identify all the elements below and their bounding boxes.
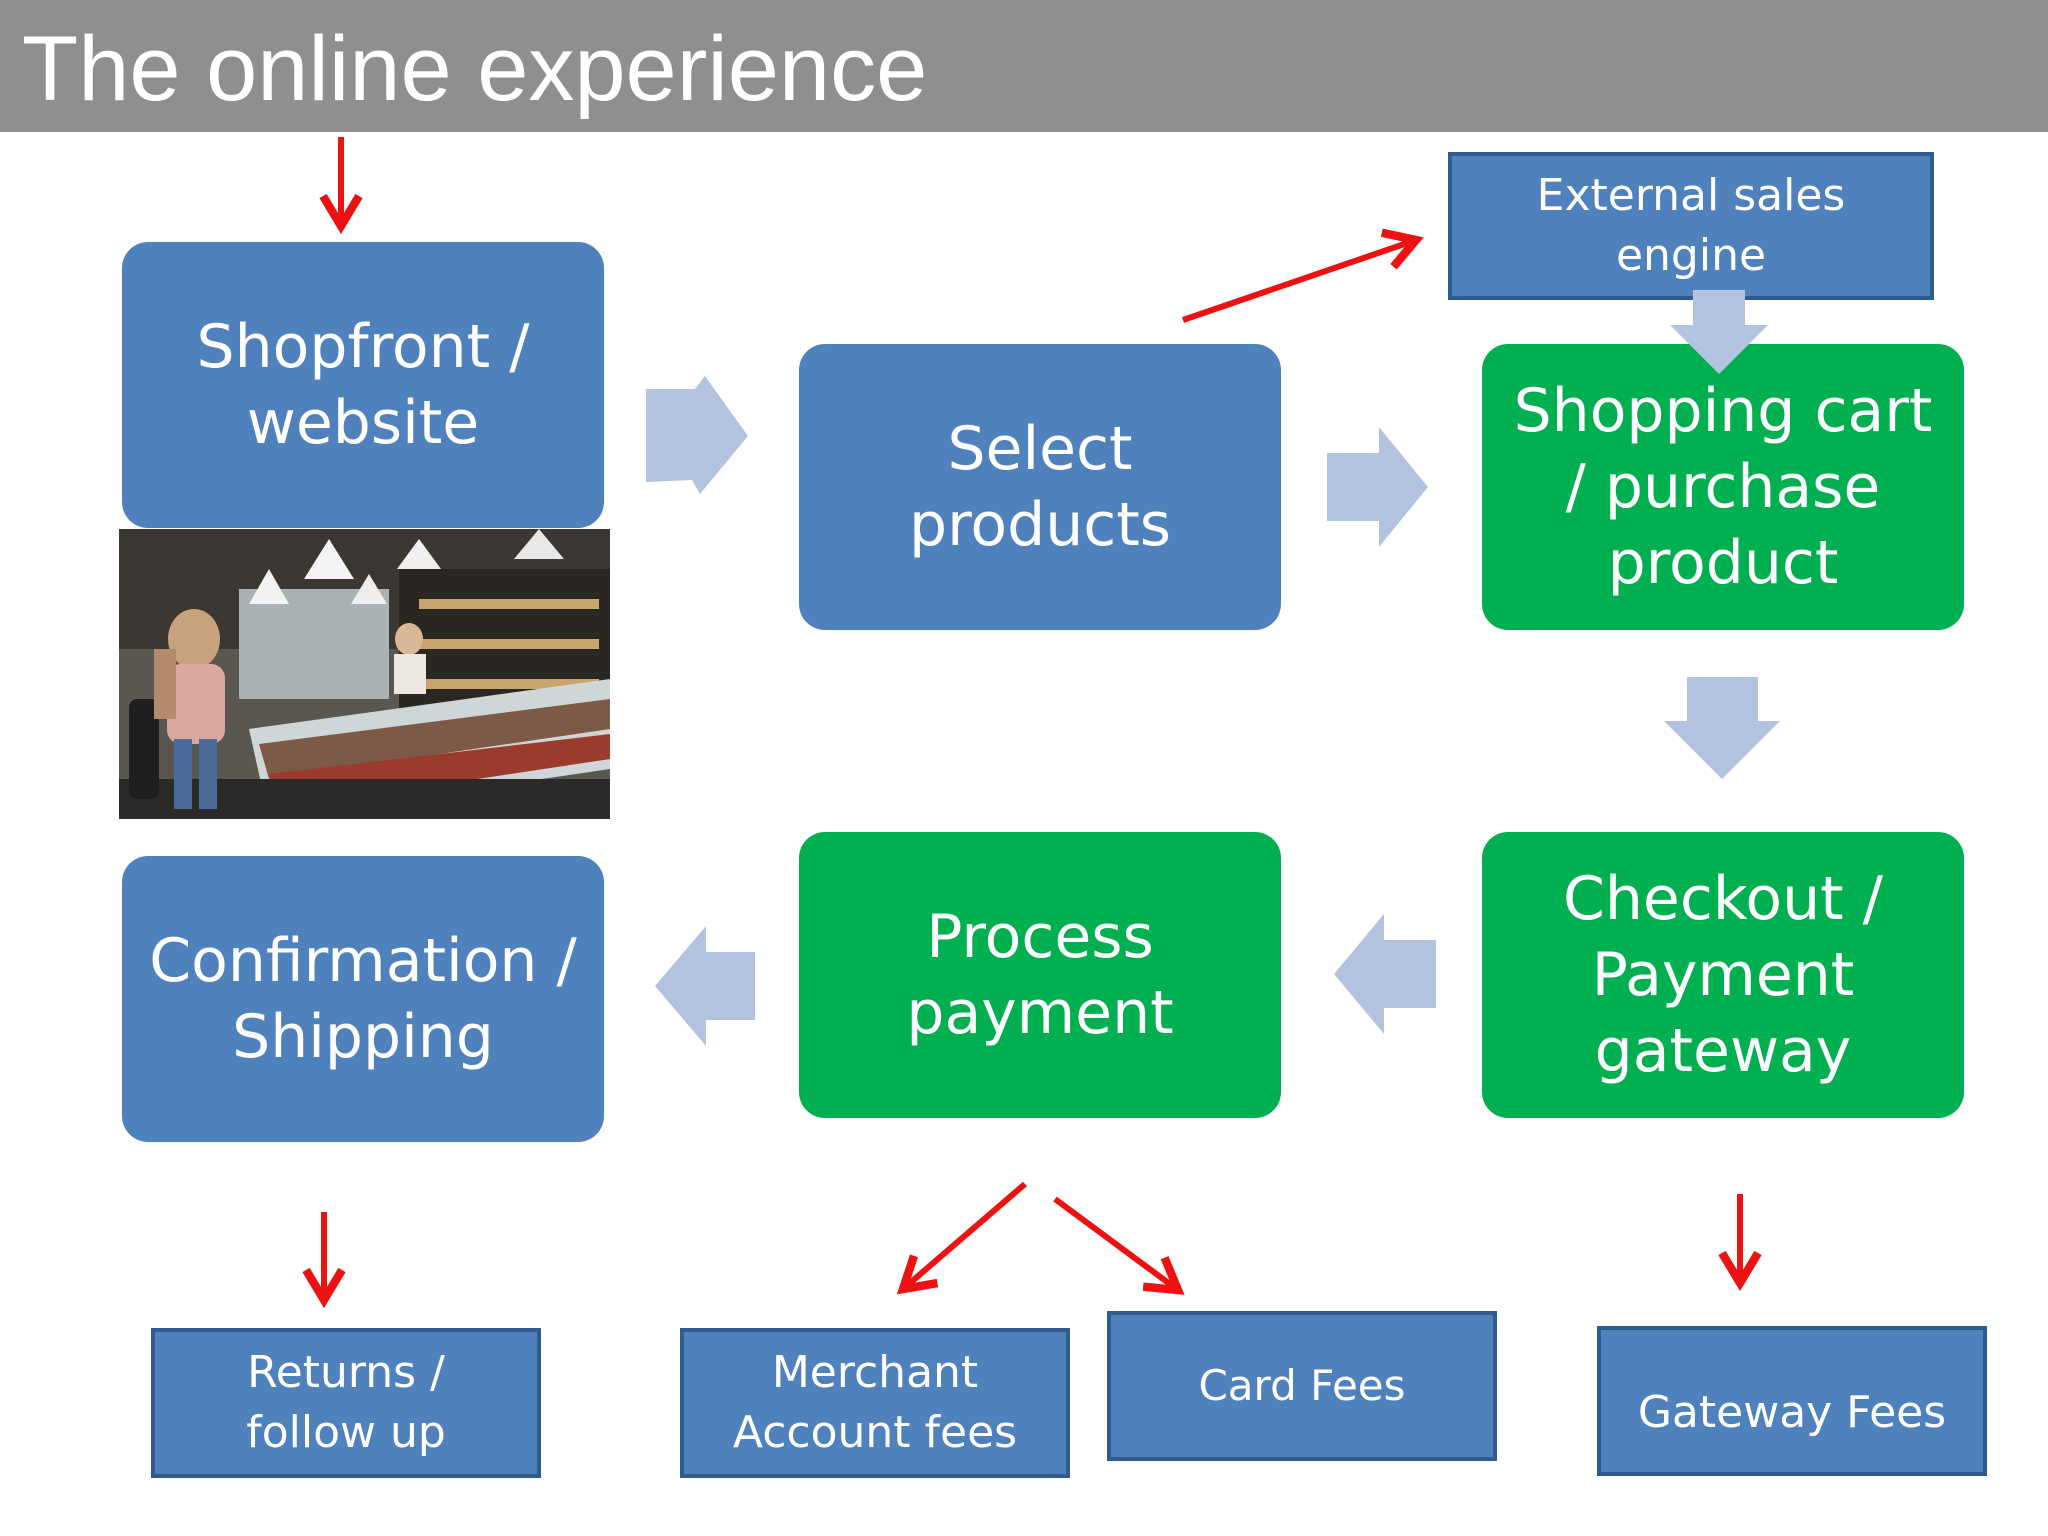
gateway-fees-label: Gateway Fees [1637, 1387, 1947, 1438]
flow-arrow-left-1 [1334, 914, 1436, 1034]
shopfront-box: Shopfront / website [122, 242, 604, 528]
merchant-fees-box: Merchant Account fees [680, 1328, 1070, 1478]
shopping-cart-label: Shopping cart / purchase product [1513, 376, 1933, 598]
flow-arrow-down-2 [1664, 677, 1780, 779]
gateway-fees-box: Gateway Fees [1597, 1326, 1987, 1476]
process-payment-label: Process payment [906, 902, 1174, 1048]
confirmation-label: Confirmation / Shipping [149, 926, 577, 1072]
flow-arrow-right-1 [646, 376, 748, 494]
title-bar: The online experience [0, 0, 2048, 132]
external-sales-engine-box: External sales engine [1448, 152, 1934, 300]
red-arrow-external [1182, 228, 1424, 323]
select-products-box: Select products [799, 344, 1281, 630]
returns-label: Returns / follow up [246, 1347, 446, 1458]
confirmation-box: Confirmation / Shipping [122, 856, 604, 1142]
flow-arrow-right-2 [1327, 427, 1428, 547]
shop-photo [119, 529, 610, 819]
external-sales-engine-label: External sales engine [1536, 170, 1846, 281]
card-fees-label: Card Fees [1198, 1361, 1406, 1410]
red-arrow-merchant [896, 1181, 1027, 1295]
checkout-box: Checkout / Payment gateway [1482, 832, 1964, 1118]
process-payment-box: Process payment [799, 832, 1281, 1118]
returns-box: Returns / follow up [151, 1328, 541, 1478]
card-fees-box: Card Fees [1107, 1311, 1497, 1461]
red-arrow-card [1053, 1196, 1185, 1295]
page-title: The online experience [22, 18, 928, 120]
flow-arrow-left-2 [655, 926, 755, 1046]
shopfront-label: Shopfront / website [196, 312, 530, 458]
merchant-fees-label: Merchant Account fees [732, 1347, 1018, 1458]
select-products-label: Select products [908, 414, 1172, 560]
checkout-label: Checkout / Payment gateway [1563, 864, 1883, 1086]
shopping-cart-box: Shopping cart / purchase product [1482, 344, 1964, 630]
